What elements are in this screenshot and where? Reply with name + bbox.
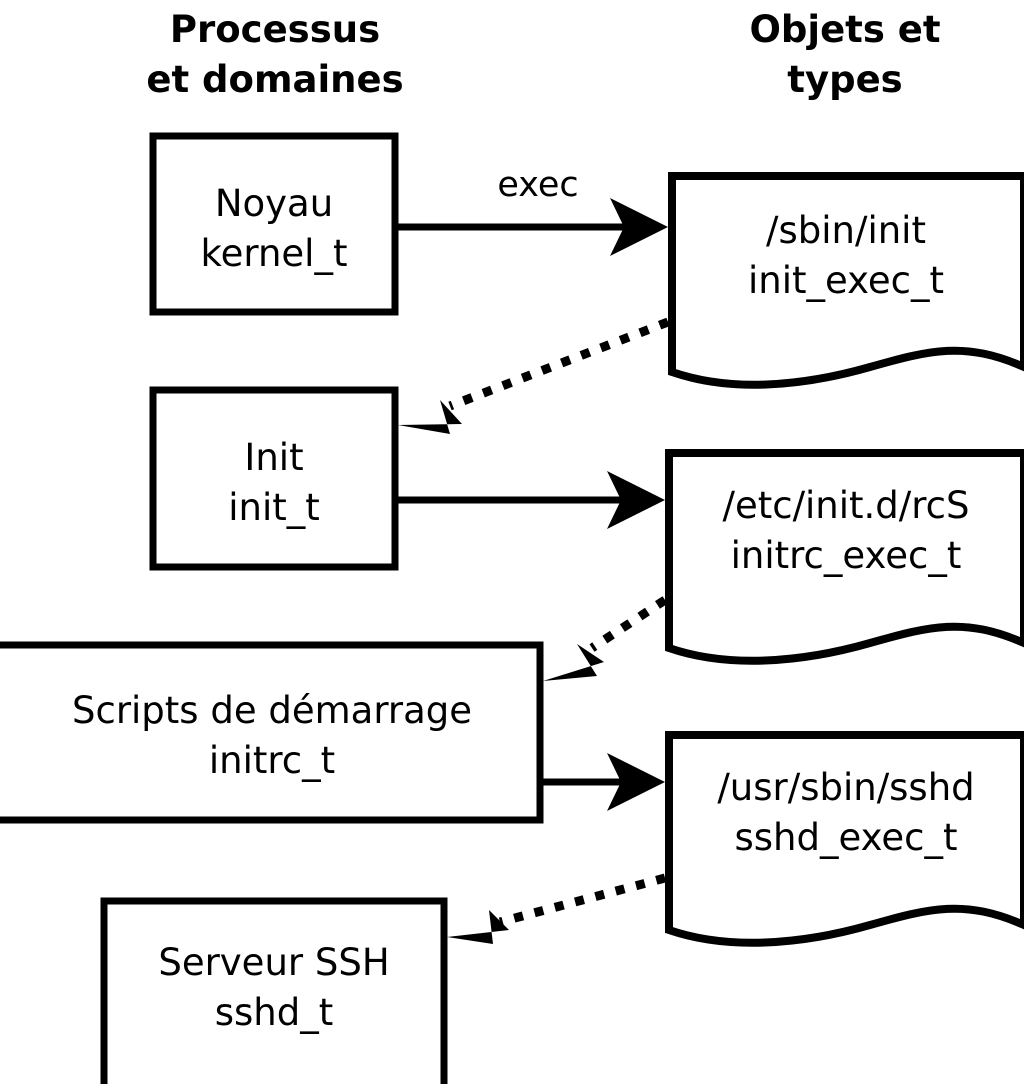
- node-sshd-label-line1: Serveur SSH: [158, 941, 389, 984]
- node-initrc-exec-document[interactable]: [665, 449, 1024, 665]
- column-header-processes: Processus et domaines: [146, 8, 403, 101]
- node-init-label-line2: init_t: [228, 486, 320, 529]
- node-kernel-label-line1: Noyau: [215, 182, 333, 225]
- column-header-objects: Objets et types: [749, 8, 940, 101]
- node-sshd[interactable]: Serveur SSH sshd_t: [100, 897, 448, 1084]
- node-sshd-exec-label-line1: /usr/sbin/sshd: [717, 766, 974, 809]
- edge-kernel-exec-init: exec: [398, 165, 668, 256]
- node-initrc-exec[interactable]: /etc/init.d/rcS initrc_exec_t: [665, 449, 1024, 665]
- edge-sshdexec-to-sshd-arrowhead: [447, 910, 509, 944]
- edge-initexec-to-init: [398, 317, 670, 434]
- column-header-processes-line2: et domaines: [146, 58, 403, 101]
- node-init-exec-document[interactable]: [668, 172, 1024, 389]
- column-header-objects-line2: types: [787, 58, 902, 101]
- edge-init-exec-rcs-arrowhead: [607, 471, 665, 529]
- edge-sshdexec-to-sshd-line: [498, 873, 667, 927]
- node-init-exec-label-line2: init_exec_t: [748, 259, 944, 302]
- edge-initexec-to-init-arrowhead: [398, 400, 462, 434]
- node-init-label-line1: Init: [244, 436, 303, 479]
- edge-rcsexec-to-initrc-arrowhead: [543, 644, 604, 681]
- node-initrc-exec-label-line2: initrc_exec_t: [731, 534, 962, 577]
- node-initrc-label-line1: Scripts de démarrage: [72, 689, 472, 732]
- edge-init-exec-rcs: [398, 471, 665, 529]
- node-kernel[interactable]: Noyau kernel_t: [149, 132, 399, 316]
- edge-rcsexec-to-initrc-line: [589, 596, 668, 652]
- edge-initrc-exec-sshd-arrowhead: [607, 753, 665, 811]
- edge-initrc-exec-sshd: [543, 753, 665, 811]
- edge-sshdexec-to-sshd: [447, 873, 667, 944]
- node-sshd-exec-label-line2: sshd_exec_t: [735, 816, 958, 859]
- node-initrc-exec-label-line1: /etc/init.d/rcS: [722, 484, 969, 527]
- node-initrc-label-line2: initrc_t: [209, 739, 335, 782]
- edge-rcsexec-to-initrc: [543, 596, 668, 681]
- node-init[interactable]: Init init_t: [149, 386, 399, 571]
- node-sshd-exec[interactable]: /usr/sbin/sshd sshd_exec_t: [665, 731, 1024, 947]
- edge-label-exec: exec: [497, 165, 578, 205]
- node-initrc[interactable]: Scripts de démarrage initrc_t: [0, 641, 544, 824]
- edge-initexec-to-init-line: [448, 317, 670, 411]
- edge-kernel-exec-init-arrowhead: [610, 198, 668, 256]
- node-init-exec[interactable]: /sbin/init init_exec_t: [668, 172, 1024, 389]
- column-header-objects-line1: Objets et: [749, 8, 940, 51]
- node-init-box[interactable]: [149, 386, 399, 571]
- node-sshd-exec-document[interactable]: [665, 731, 1024, 947]
- node-sshd-label-line2: sshd_t: [215, 991, 334, 1034]
- column-header-processes-line1: Processus: [170, 8, 380, 51]
- node-initrc-box[interactable]: [0, 641, 544, 824]
- node-kernel-box[interactable]: [149, 132, 399, 316]
- node-sshd-box[interactable]: [100, 897, 448, 1084]
- node-init-exec-label-line1: /sbin/init: [766, 209, 926, 252]
- node-kernel-label-line2: kernel_t: [201, 232, 348, 275]
